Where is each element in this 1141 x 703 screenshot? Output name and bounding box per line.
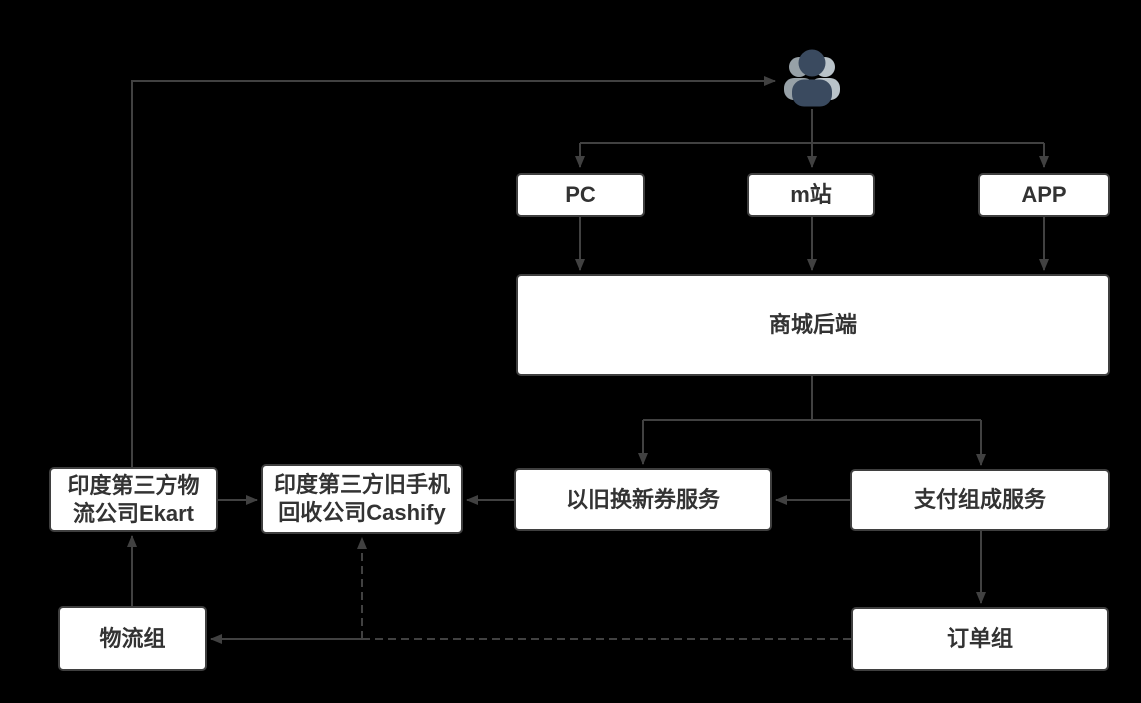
node-payment-composition-service: 支付组成服务 — [850, 469, 1110, 531]
node-order-group: 订单组 — [851, 607, 1109, 671]
node-logistics-group: 物流组 — [58, 606, 207, 671]
node-ekart-logistics: 印度第三方物 流公司Ekart — [49, 467, 218, 532]
edge-backend-split — [643, 376, 981, 421]
user-front — [792, 49, 832, 107]
node-cashify-recycler: 印度第三方旧手机 回收公司Cashify — [261, 464, 463, 534]
users-icon-graphic — [784, 49, 840, 107]
node-app: APP — [978, 173, 1110, 217]
users-icon — [782, 47, 842, 109]
edge-user-split — [580, 109, 1044, 144]
edge-ekart-to-user — [131, 76, 776, 467]
node-m-site: m站 — [747, 173, 875, 217]
node-trade-in-voucher-service: 以旧换新券服务 — [514, 468, 772, 531]
node-mall-backend: 商城后端 — [516, 274, 1110, 376]
node-pc: PC — [516, 173, 645, 217]
